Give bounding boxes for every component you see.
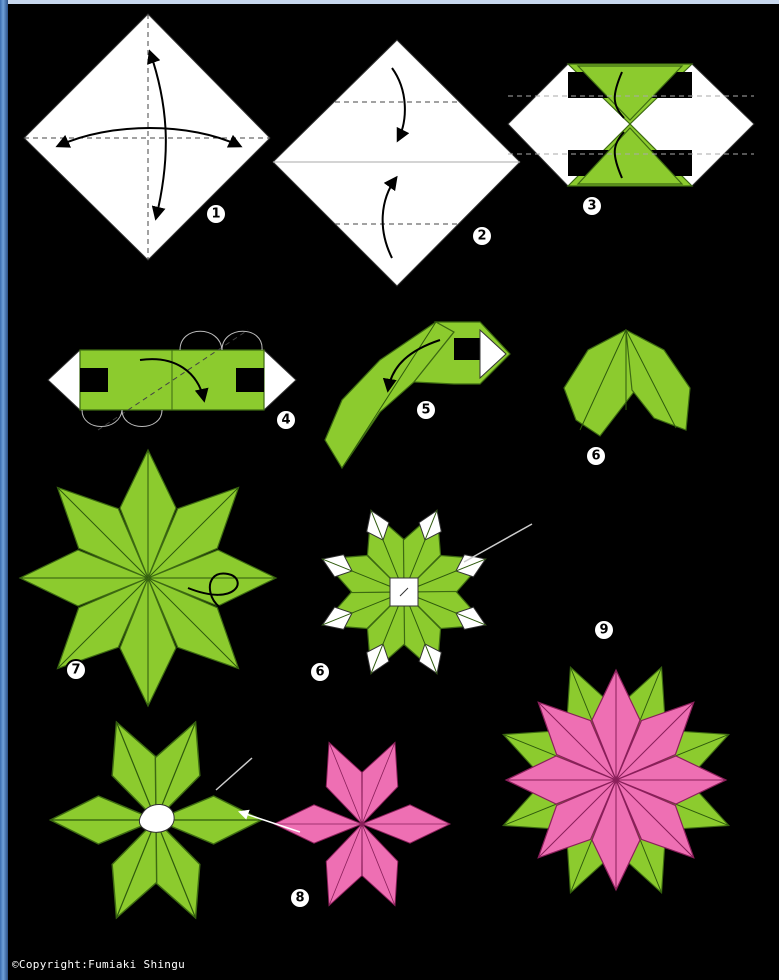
svg-text:8: 8 <box>295 891 304 906</box>
step-number-3: 3 <box>582 196 602 216</box>
step-4-diagram <box>48 330 296 430</box>
step-number-5: 5 <box>416 400 436 420</box>
step-7-diagram <box>20 450 276 706</box>
step-6-diagram <box>564 330 690 436</box>
svg-text:9: 9 <box>599 623 608 638</box>
svg-text:7: 7 <box>71 663 80 678</box>
step-2-diagram <box>273 40 520 286</box>
step-9-diagram <box>493 657 738 902</box>
step-8-pink-diagram <box>274 735 450 913</box>
step-number-6b: 6 <box>310 662 330 682</box>
svg-text:4: 4 <box>281 413 290 428</box>
svg-text:5: 5 <box>421 403 430 418</box>
step-8-green-diagram <box>50 713 261 927</box>
step-number-1: 1 <box>206 204 226 224</box>
step-3-diagram <box>508 64 754 186</box>
step-1-diagram <box>24 14 270 260</box>
svg-text:6: 6 <box>315 665 324 680</box>
step-number-8: 8 <box>290 888 310 908</box>
step-5-diagram <box>325 322 510 468</box>
step-number-4: 4 <box>276 410 296 430</box>
svg-text:1: 1 <box>211 207 220 222</box>
step-number-9: 9 <box>594 620 614 640</box>
step-number-7: 7 <box>66 660 86 680</box>
step-number-6: 6 <box>586 446 606 466</box>
svg-text:6: 6 <box>591 449 600 464</box>
svg-text:2: 2 <box>477 229 486 244</box>
step-number-2: 2 <box>472 226 492 246</box>
svg-text:3: 3 <box>587 199 596 214</box>
step-6b-diagram <box>315 503 566 681</box>
copyright-text: ©Copyright:Fumiaki Shingu <box>12 958 185 971</box>
